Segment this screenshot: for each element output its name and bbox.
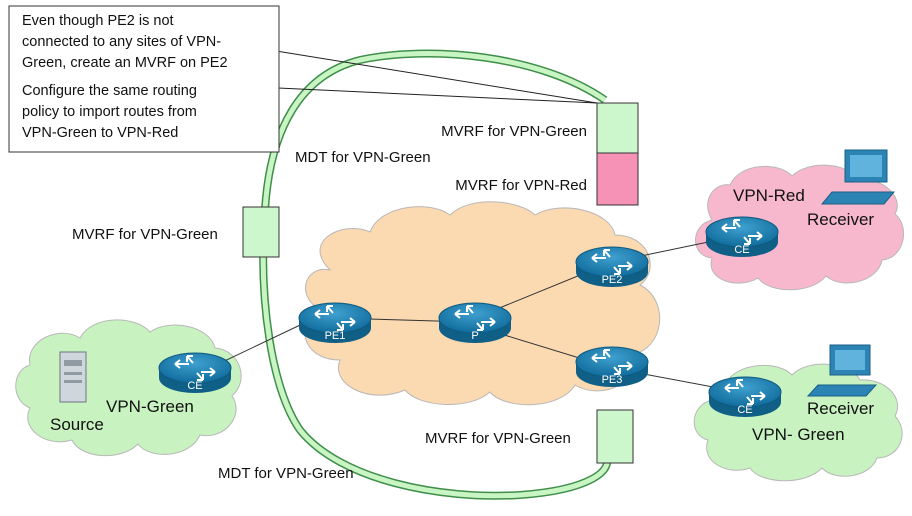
vpn-red-label: VPN-Red [733,186,805,205]
router-p-label: P [471,330,478,342]
mvrf-green-pe2 [596,102,639,154]
label-mvrf-green-pe2: MVRF for VPN-Green [441,123,587,140]
callout-line: Green, create an MVRF on PE2 [22,55,228,71]
router-pe2-label: PE2 [602,274,623,286]
vpn-green-label-right: VPN- Green [752,425,845,444]
router-pe1-label: PE1 [325,330,346,342]
vpn-green-label-left: VPN-Green [106,397,194,416]
router-ce-left-label: CE [187,380,202,392]
label-mvrf-green-pe1: MVRF for VPN-Green [72,226,218,243]
mvrf-green-pe1 [242,206,280,258]
mvrf-green-pe3 [596,409,634,464]
mvrf-red-pe2 [596,152,639,206]
receiver-green-label: Receiver [807,399,874,418]
source-label: Source [50,415,104,434]
callout-line: Even though PE2 is not [22,13,174,29]
receiver-green-computer-icon [806,344,878,397]
callout-pointer-1 [269,49,598,104]
callout-box [8,5,280,153]
callout-pointer-2 [277,87,598,104]
callout-line: policy to import routes from [22,104,197,120]
callout-line: connected to any sites of VPN- [22,34,221,50]
source-server-icon [59,351,87,403]
callout-line: VPN-Green to VPN-Red [22,125,178,141]
callout-line: Configure the same routing [22,83,197,99]
label-mdt-top: MDT for VPN-Green [295,149,431,166]
receiver-red-label: Receiver [807,210,874,229]
router-pe3-label: PE3 [602,374,623,386]
label-mdt-bottom: MDT for VPN-Green [218,465,354,482]
label-mvrf-green-pe3: MVRF for VPN-Green [425,430,571,447]
label-mvrf-red-pe2: MVRF for VPN-Red [455,177,587,194]
router-ce-red-label: CE [734,244,749,256]
receiver-red-computer-icon [820,149,896,205]
router-ce-green-right-label: CE [737,404,752,416]
